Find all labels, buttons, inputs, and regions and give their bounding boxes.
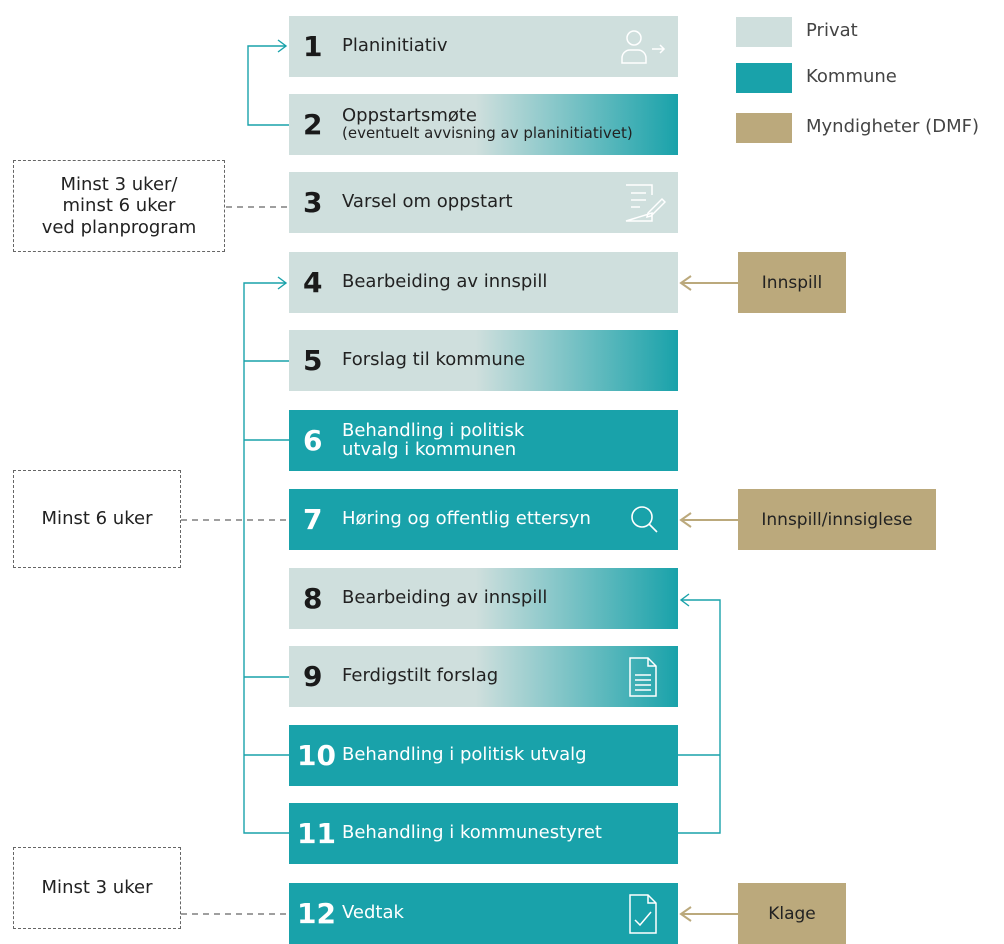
note-line: ved planprogram bbox=[41, 216, 197, 238]
document-icon bbox=[629, 657, 657, 697]
loop-back-to-8 bbox=[678, 593, 721, 834]
step-label-line2: utvalg i kommunen bbox=[342, 438, 517, 460]
step-number: 12 bbox=[297, 897, 336, 930]
loop-2-to-1 bbox=[247, 39, 289, 126]
step-label: Bearbeiding av innspill bbox=[342, 271, 548, 293]
legend-swatch-privat bbox=[736, 17, 792, 47]
input-box-innsiglese: Innspill/innsiglese bbox=[738, 489, 936, 550]
legend-swatch-kommune bbox=[736, 63, 792, 93]
step-1: 1 Planinitiativ bbox=[289, 16, 678, 77]
step-4: 4 Bearbeiding av innspill bbox=[289, 252, 678, 313]
step-number: 7 bbox=[303, 503, 323, 536]
step-number: 8 bbox=[303, 582, 323, 615]
note-line: Minst 3 uker/ bbox=[60, 173, 178, 195]
step-number: 10 bbox=[297, 739, 336, 772]
step-number: 2 bbox=[303, 108, 323, 141]
step-7: 7 Høring og offentlig ettersyn bbox=[289, 489, 678, 550]
note-duration-step-12: Minst 3 uker bbox=[13, 847, 181, 929]
step-label: Varsel om oppstart bbox=[342, 191, 513, 213]
step-number: 3 bbox=[303, 186, 323, 219]
step-number: 5 bbox=[303, 344, 323, 377]
note-text: Minst 3 uker bbox=[41, 877, 153, 899]
step-12: 12 Vedtak bbox=[289, 883, 678, 944]
loop-back-to-4 bbox=[243, 276, 289, 834]
step-11: 11 Behandling i kommunestyret bbox=[289, 803, 678, 864]
step-label: Planinitiativ bbox=[342, 35, 448, 57]
step-3: 3 Varsel om oppstart bbox=[289, 172, 678, 233]
step-6: 6 Behandling i politisk utvalg i kommune… bbox=[289, 410, 678, 471]
step-5: 5 Forslag til kommune bbox=[289, 330, 678, 391]
legend-label-kommune: Kommune bbox=[806, 66, 897, 87]
step-8: 8 Bearbeiding av innspill bbox=[289, 568, 678, 629]
step-label: Ferdigstilt forslag bbox=[342, 665, 499, 687]
document-pen-icon bbox=[625, 184, 666, 222]
step-number: 9 bbox=[303, 660, 323, 693]
input-box-innspill: Innspill bbox=[738, 252, 846, 313]
step-label: Behandling i politisk utvalg bbox=[342, 744, 587, 766]
step-label: Høring og offentlig ettersyn bbox=[342, 508, 591, 530]
legend-swatch-myndigheter bbox=[736, 113, 792, 143]
step-number: 11 bbox=[297, 817, 336, 850]
note-duration-step-3: Minst 3 uker/ minst 6 uker ved planprogr… bbox=[13, 160, 225, 252]
input-box-klage: Klage bbox=[738, 883, 846, 944]
note-text: Minst 6 uker bbox=[41, 508, 153, 530]
input-arrows bbox=[679, 275, 738, 922]
legend-label-myndigheter: Myndigheter (DMF) bbox=[806, 116, 979, 137]
step-number: 6 bbox=[303, 424, 323, 457]
step-number: 4 bbox=[303, 266, 323, 299]
step-2: 2 Oppstartsmøte (eventuelt avvisning av … bbox=[289, 94, 678, 155]
step-label: Behandling i kommunestyret bbox=[342, 822, 602, 844]
step-label: Vedtak bbox=[342, 902, 404, 924]
person-arrow-icon bbox=[621, 30, 666, 64]
step-10: 10 Behandling i politisk utvalg bbox=[289, 725, 678, 786]
step-sublabel: (eventuelt avvisning av planinitiativet) bbox=[342, 124, 633, 143]
step-label: Forslag til kommune bbox=[342, 349, 526, 371]
step-label: Oppstartsmøte (eventuelt avvisning av pl… bbox=[342, 105, 633, 143]
note-duration-step-7: Minst 6 uker bbox=[13, 470, 181, 568]
step-number: 1 bbox=[303, 30, 323, 63]
step-label: Bearbeiding av innspill bbox=[342, 587, 548, 609]
legend-label-privat: Privat bbox=[806, 20, 858, 41]
document-check-icon bbox=[629, 894, 657, 934]
magnifier-icon bbox=[631, 506, 658, 533]
note-connectors bbox=[181, 206, 289, 915]
step-9: 9 Ferdigstilt forslag bbox=[289, 646, 678, 707]
step-label: Behandling i politisk utvalg i kommunen bbox=[342, 419, 525, 460]
note-line: minst 6 uker bbox=[62, 195, 176, 217]
